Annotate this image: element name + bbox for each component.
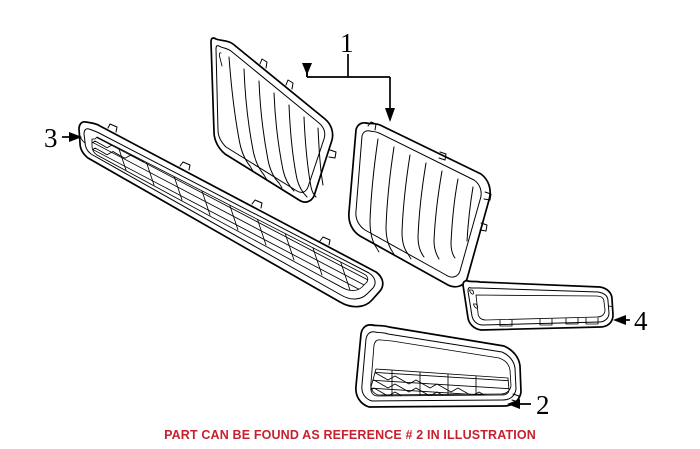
part-lower-center-mesh-grille	[78, 120, 384, 308]
callout-1-right-arrow	[385, 108, 395, 122]
part-right-kidney-grille	[348, 121, 492, 288]
callout-3-number: 3	[44, 123, 58, 153]
callout-4-number: 4	[634, 306, 648, 336]
callout-4-leader	[613, 315, 630, 325]
part-lower-side-air-intake-grille	[355, 324, 522, 408]
part-left-kidney-grille	[210, 37, 337, 203]
callout-2-leader	[507, 399, 531, 409]
callout-1-number: 1	[340, 28, 354, 58]
callout-2-number: 2	[536, 390, 550, 420]
part-bumper-trim-bezel	[462, 279, 614, 331]
callout-1-left-arrow	[302, 63, 312, 77]
callout-3-leader	[62, 132, 82, 142]
callout-1-leader	[306, 54, 391, 110]
reference-caption: PART CAN BE FOUND AS REFERENCE # 2 IN IL…	[164, 428, 536, 442]
